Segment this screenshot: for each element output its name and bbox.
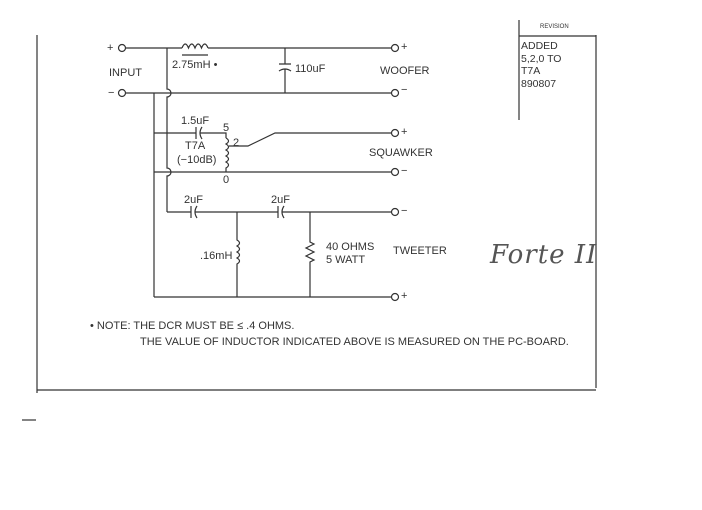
tweeter-inductor [235,212,241,297]
tweeter-capacitor1-value: 2uF [184,194,203,206]
tweeter-minus-terminal [390,207,400,217]
woofer-cap-wire [278,48,292,93]
squawker-plus-label: + [401,126,408,138]
woofer-label: WOOFER [380,65,430,77]
plus-bus [166,48,172,212]
revision-line: 5,2,0 TO [521,52,562,65]
frame-border [36,35,597,393]
squawker-plus-wire [229,132,391,147]
resistor-power: 5 WATT [326,254,366,266]
tap-5-label: 5 [223,122,230,134]
t7a-coil [224,137,230,172]
input-plus-terminal [117,43,127,53]
revision-line: 890807 [521,77,557,90]
squawker-minus-terminal [390,167,400,177]
note-line-1: • NOTE: THE DCR MUST BE ≤ .4 OHMS. [90,320,295,332]
input-minus-label: − [108,87,115,99]
tweeter-plus-label: + [401,290,408,302]
revision-notes: ADDED 5,2,0 TO T7A 890807 [521,40,561,90]
squawker-plus-terminal [390,128,400,138]
revision-line: T7A [521,65,541,77]
tweeter-label: TWEETER [393,245,447,257]
tweeter-inductor-value: .16mH [200,250,233,262]
revision-box [518,20,596,120]
tweeter-capacitor2-value: 2uF [271,194,290,206]
tap-0-label: 0 [223,174,230,186]
woofer-minus-terminal [390,88,400,98]
squawker-cap-wire [154,126,227,140]
input-label: INPUT [109,67,142,79]
input-plus-label: + [107,42,114,54]
tweeter-minus-wire [167,205,391,219]
note-line-2: THE VALUE OF INDUCTOR INDICATED ABOVE IS… [140,336,569,348]
squawker-label: SQUAWKER [369,147,433,159]
attenuation-label: (−10dB) [177,154,217,166]
revision-line: ADDED [521,40,558,52]
woofer-minus-label: − [401,84,408,96]
resistor-value: 40 OHMS [326,241,375,253]
squawker-capacitor-value: 1.5uF [181,115,210,127]
revision-header: REVISION [540,24,569,30]
squawker-minus-label: − [401,165,408,177]
input-minus-terminal [117,88,127,98]
handwritten-model-name: Forte II [490,240,598,270]
woofer-inductor-value: 2.75mH • [172,59,218,71]
tweeter-resistor [304,212,316,297]
woofer-inductor [181,43,209,56]
tap-2-label: 2 [233,137,240,149]
woofer-capacitor-value: 110uF [295,63,326,75]
tweeter-plus-terminal [390,292,400,302]
autoformer-label: T7A [185,140,206,152]
tweeter-minus-label: − [401,205,408,217]
woofer-plus-terminal [390,43,400,53]
woofer-plus-label: + [401,41,408,53]
